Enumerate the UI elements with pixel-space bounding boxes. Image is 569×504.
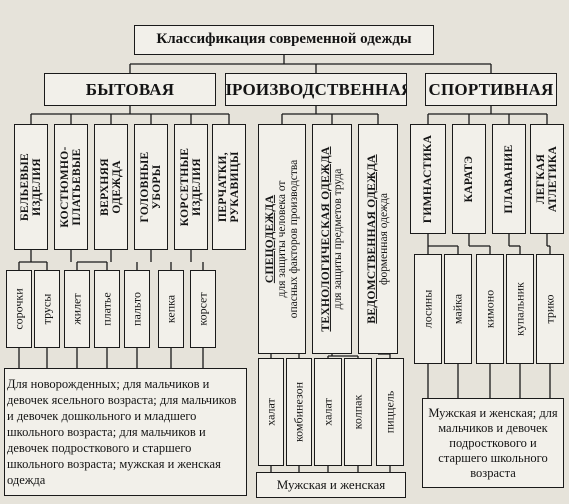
note-text: Для новорожденных; для мальчиков и девоч… — [7, 377, 237, 487]
category-label: ПРОИЗВОДСТВЕННАЯ — [225, 79, 407, 99]
item-sorochki: сорочки — [6, 270, 32, 348]
group-spetsodezhda: СПЕЦОДЕЖДА для защиты человека от опасны… — [258, 124, 306, 354]
group-karate: КАРАТЭ — [452, 124, 486, 234]
item-losiny: лосины — [414, 254, 442, 364]
item-pitsel: пиццель — [376, 358, 404, 466]
group-kostyumno-platevye: КОСТЮМНО-ПЛАТЬЕВЫЕ — [54, 124, 88, 250]
item-kepka: кепка — [158, 270, 184, 348]
category-bytovaya: БЫТОВАЯ — [44, 73, 216, 106]
item-kombinezon: комбинезон — [286, 358, 312, 466]
note-text: Мужская и женская — [276, 477, 386, 493]
group-tekhnologicheskaya-odezhda: ТЕХНОЛОГИЧЕСКАЯ ОДЕЖДА для защиты предме… — [312, 124, 352, 354]
group-plavanie: ПЛАВАНИЕ — [492, 124, 526, 234]
group-gimnastika: ГИМНАСТИКА — [410, 124, 446, 234]
item-trusy: трусы — [34, 270, 60, 348]
item-mayka: майка — [444, 254, 472, 364]
item-zhilet: жилет — [64, 270, 90, 348]
item-kupalnik: купальник — [506, 254, 534, 364]
item-palto: пальто — [124, 270, 150, 348]
note-sport: Мужская и женская; для мальчиков и девоч… — [422, 398, 564, 488]
category-label: СПОРТИВНАЯ — [428, 79, 554, 99]
item-plate: платье — [94, 270, 120, 348]
item-khalat-1: халат — [258, 358, 284, 466]
note-proizv: Мужская и женская — [256, 472, 406, 498]
root-title-box: Классификация современной одежды — [134, 25, 434, 55]
item-korset: корсет — [190, 270, 216, 348]
group-perchatki-rukavitsy: ПЕРЧАТКИ,РУКАВИЦЫ — [212, 124, 246, 250]
category-sportivnaya: СПОРТИВНАЯ — [425, 73, 557, 106]
category-proizvodstvennaya: ПРОИЗВОДСТВЕННАЯ — [225, 73, 407, 106]
root-title: Классификация современной одежды — [156, 31, 412, 48]
item-kolpak: колпак — [344, 358, 372, 466]
category-label: БЫТОВАЯ — [85, 79, 175, 99]
note-text: Мужская и женская; для мальчиков и девоч… — [428, 405, 558, 480]
note-bytovaya: Для новорожденных; для мальчиков и девоч… — [4, 368, 247, 496]
item-khalat-2: халат — [314, 358, 342, 466]
group-vedomstvennaya-odezhda: ВЕДОМСТВЕННАЯ ОДЕЖДА форменная одежда — [358, 124, 398, 354]
item-triko: трико — [536, 254, 564, 364]
item-kimono: кимоно — [476, 254, 504, 364]
